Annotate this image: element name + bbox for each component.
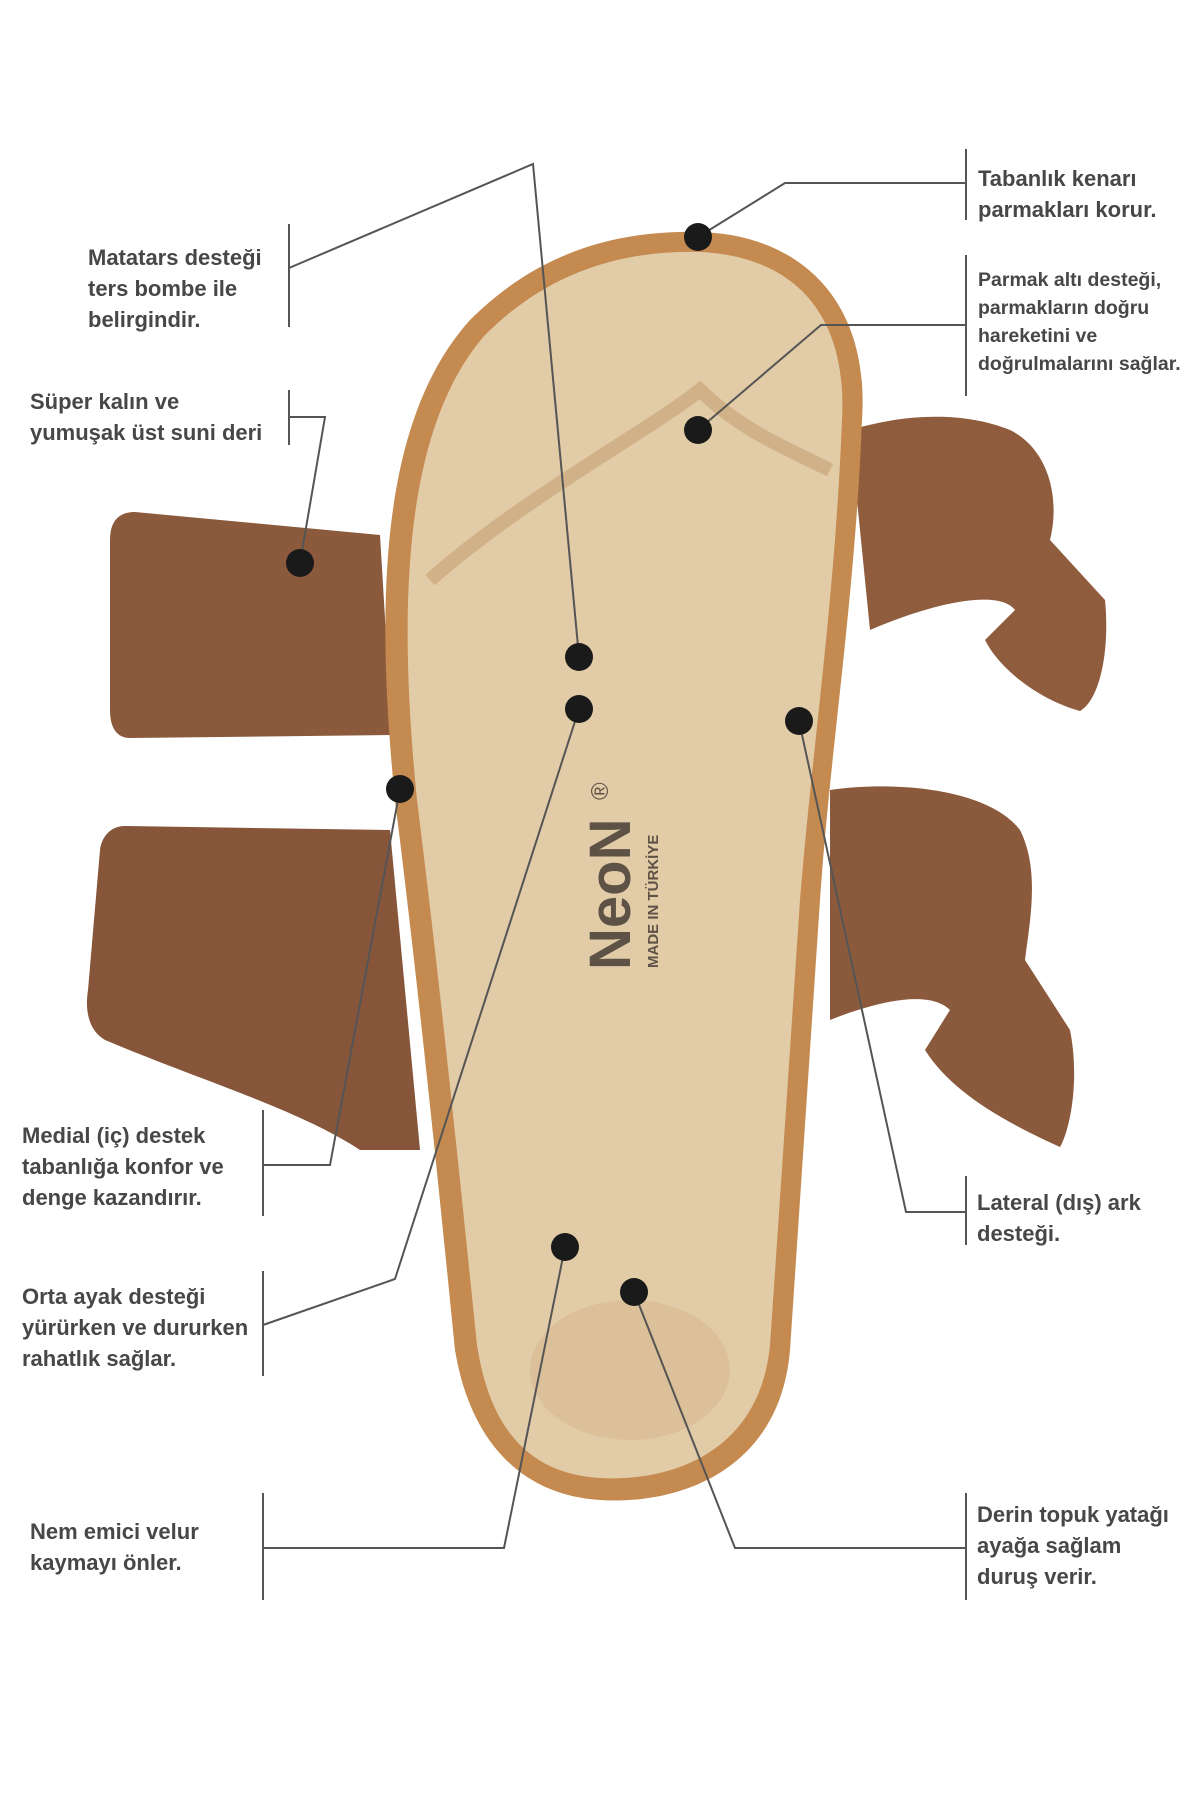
label-line: tabanlığa konfor ve [22,1154,224,1179]
label-line: kaymayı önler. [30,1550,182,1575]
label-line: yumuşak üst suni deri [30,420,263,445]
dot-heel [620,1278,648,1306]
label-line: Süper kalın ve [30,389,180,414]
label-line: Parmak altı desteği, [978,269,1162,291]
leader-bracket-upper [288,390,327,564]
left-straps [86,512,420,1150]
right-lower-strap [830,786,1075,1147]
label-line: Lateral (dış) ark [977,1190,1141,1215]
brand-registered: ® [587,782,614,800]
label-midfoot-support: Orta ayak desteği yürürken ve dururken r… [22,1281,248,1374]
left-lower-strap [86,826,420,1150]
callout-dots [286,223,813,1306]
label-line: ters bombe ile [88,276,238,301]
leader-bracket-metatarsal [288,162,580,658]
label-line: Orta ayak desteği [22,1284,206,1309]
label-upper-leather: Süper kalın ve yumuşak üst suni deri [30,386,262,448]
dot-rim [684,223,712,251]
brand-logo: NeoN ® MADE IN TÜRKİYE [578,782,662,970]
leader-bracket-medial [262,788,401,1216]
label-lateral-arch: Lateral (dış) ark desteği. [977,1187,1141,1249]
label-footbed-rim: Tabanlık kenarı parmakları korur. [978,163,1157,225]
label-medial-support: Medial (iç) destek tabanlığa konfor ve d… [22,1120,224,1213]
dot-metatarsal [565,643,593,671]
label-metatarsal-support: Matatars desteği ters bombe ile belirgin… [88,242,262,335]
label-line: duruş verir. [977,1564,1097,1589]
dot-toe-bar [684,416,712,444]
right-straps [830,416,1107,1147]
footbed-surface [407,251,843,1479]
label-toe-bar: Parmak altı desteği, parmakların doğru h… [978,266,1181,378]
label-line: Medial (iç) destek [22,1123,206,1148]
label-heel-cup: Derin topuk yatağı ayağa sağlam duruş ve… [977,1499,1169,1592]
label-line: rahatlık sağlar. [22,1346,177,1371]
left-upper-strap [110,512,392,738]
right-upper-strap [850,416,1107,711]
label-line: denge kazandırır. [22,1185,202,1210]
dot-midfoot [565,695,593,723]
leader-lines [262,149,967,1600]
leader-bracket-heel [633,1291,967,1600]
label-line: desteği. [977,1221,1061,1246]
leader-bracket-lateral [798,720,967,1245]
label-line: doğrulmalarını sağlar. [978,353,1181,375]
label-line: hareketini ve [978,325,1098,347]
label-line: parmakların doğru [978,297,1150,319]
toe-bar-ridge [425,380,834,586]
leader-bracket-rim [697,149,967,238]
heel-cup [530,1300,730,1440]
label-line: parmakları korur. [978,197,1157,222]
dot-lateral [785,707,813,735]
leader-bracket-midfoot [262,708,580,1376]
leader-bracket-toe-bar [697,255,967,431]
label-line: Tabanlık kenarı [978,166,1137,191]
label-line: Nem emici velur [30,1519,199,1544]
leader-bracket-velour [262,1246,566,1600]
brand-name: NeoN [578,819,643,970]
brand-origin: MADE IN TÜRKİYE [645,835,662,968]
label-line: Matatars desteği [88,245,262,270]
label-line: Derin topuk yatağı [977,1502,1169,1527]
label-line: belirgindir. [88,307,201,332]
label-line: ayağa sağlam [977,1533,1122,1558]
dot-upper [286,549,314,577]
label-line: yürürken ve dururken [22,1315,249,1340]
dot-medial [386,775,414,803]
label-velour: Nem emici velur kaymayı önler. [30,1516,199,1578]
dot-velour [551,1233,579,1261]
